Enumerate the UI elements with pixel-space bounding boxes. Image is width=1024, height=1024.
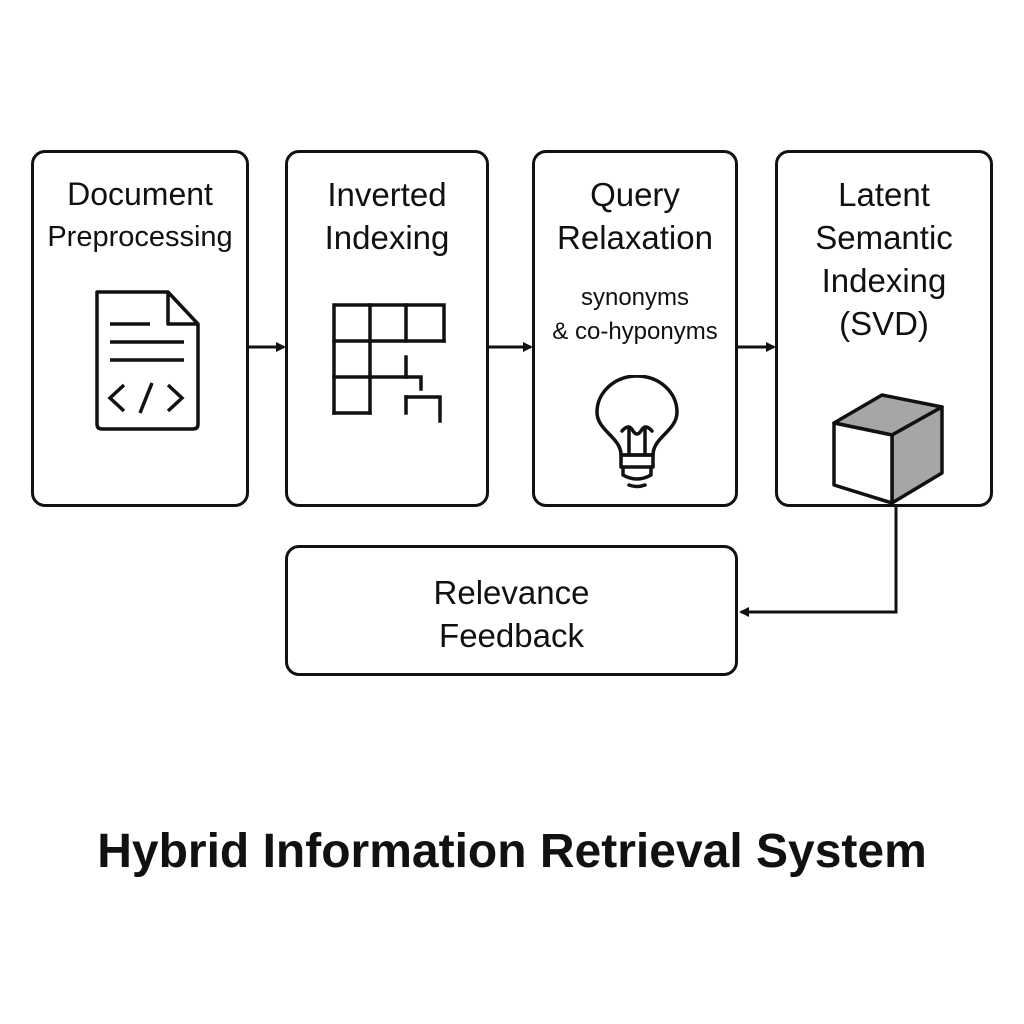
index-grid-icon — [332, 303, 446, 423]
stage-title: Inverted Indexing — [324, 176, 450, 256]
stage-title: Query Relaxation — [557, 176, 713, 256]
cube-icon — [832, 393, 944, 505]
stage-subtitle: synonyms & co-hyponyms — [552, 284, 718, 345]
stage-inverted-indexing: Inverted Indexing — [285, 150, 489, 507]
stage-latent-semantic-indexing: Latent Semantic Indexing (SVD) — [775, 150, 993, 507]
arrow-lsi-to-feedback — [739, 507, 898, 617]
code-document-icon — [95, 290, 200, 431]
stage-query-relaxation: Query Relaxation synonyms & co-hyponyms — [532, 150, 738, 507]
stage-title: Document Preprocessing — [47, 176, 233, 253]
stage-title: Relevance Feedback — [433, 574, 590, 654]
stage-title: Latent Semantic Indexing (SVD) — [815, 176, 953, 342]
lightbulb-icon — [595, 375, 679, 489]
stage-relevance-feedback: Relevance Feedback — [285, 545, 738, 676]
stage-document-preprocessing: Document Preprocessing — [31, 150, 249, 507]
diagram-title: Hybrid Information Retrieval System — [97, 825, 927, 878]
